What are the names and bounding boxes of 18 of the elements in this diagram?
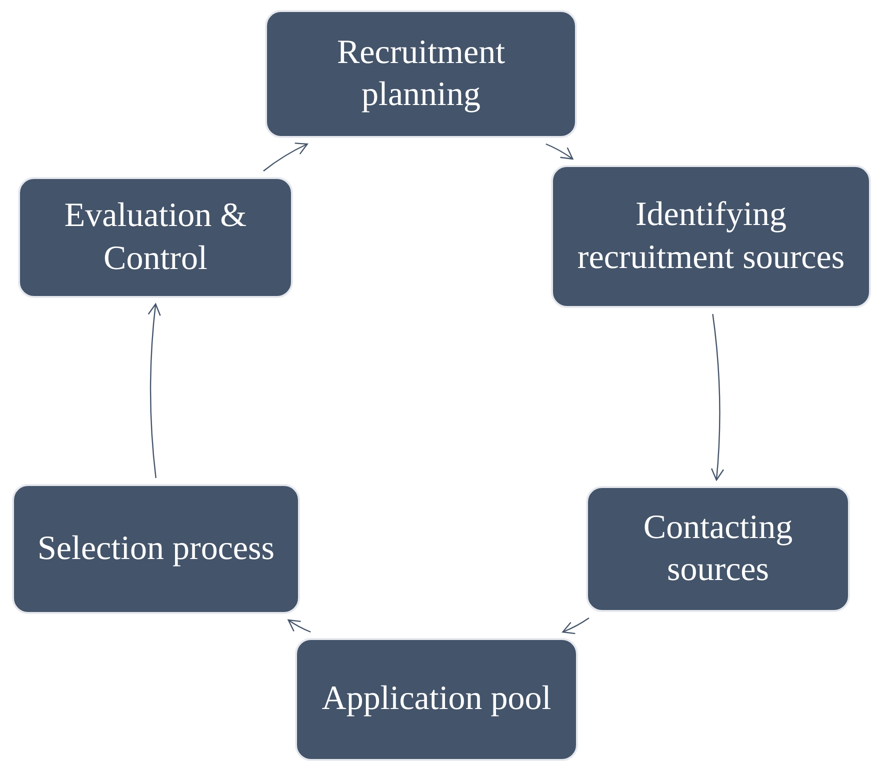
arrow — [148, 303, 161, 478]
arrow — [710, 314, 724, 481]
step-label: Identifying recruitment sources — [576, 195, 846, 278]
process-box — [265, 10, 577, 138]
step-label: Application pool — [322, 679, 552, 720]
process-box — [295, 638, 578, 761]
step-label: Evaluation & Control — [63, 196, 248, 278]
step-label: Selection process — [38, 528, 274, 569]
process-box — [586, 486, 850, 612]
process-box — [12, 484, 300, 614]
process-box — [551, 165, 871, 308]
arrow — [562, 618, 590, 634]
step-label: Recruitment planning — [336, 32, 506, 115]
arrow — [263, 142, 308, 172]
arrow — [546, 143, 574, 160]
process-box — [18, 177, 293, 298]
arrow — [288, 619, 311, 633]
step-label: Contacting sources — [642, 508, 794, 590]
